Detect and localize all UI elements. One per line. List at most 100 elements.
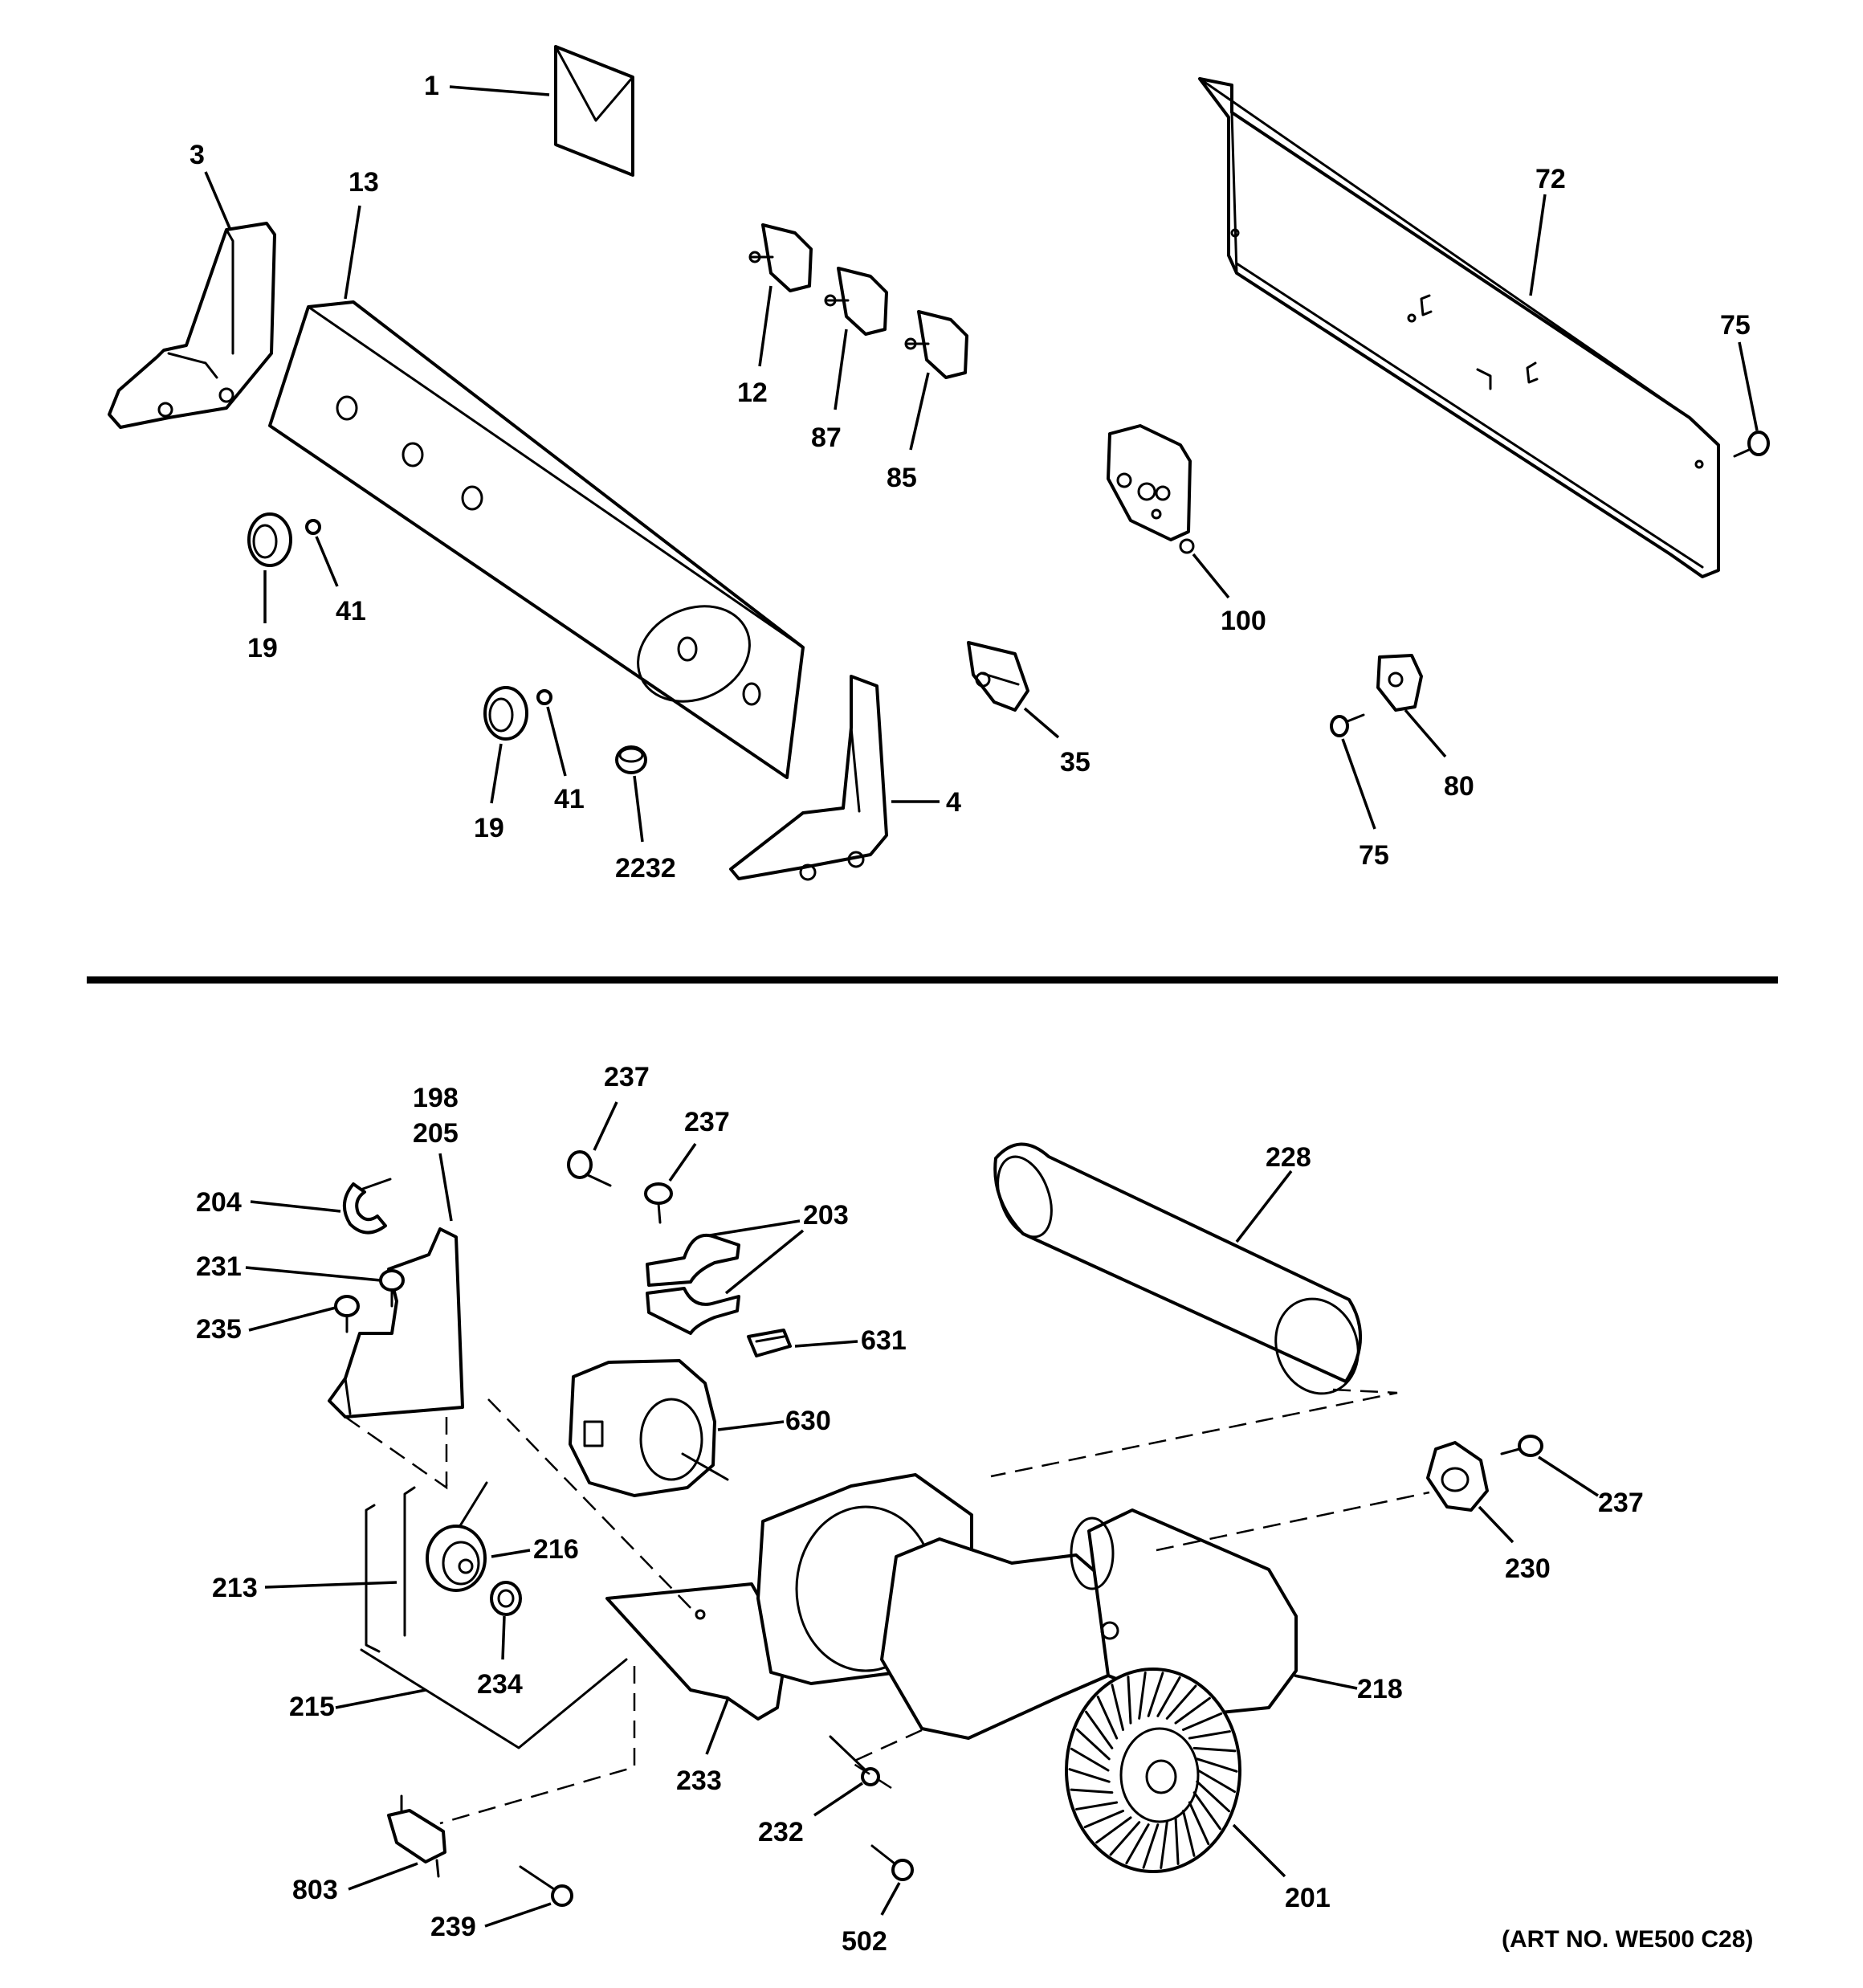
blower-fin	[1174, 1696, 1211, 1725]
callout-1: 1	[424, 71, 439, 101]
leader-204	[250, 1200, 341, 1213]
part-218-blower-housing	[756, 1473, 1298, 1740]
alignment-line-6	[1156, 1491, 1430, 1552]
leader-235	[248, 1306, 336, 1332]
part-234-pulley	[490, 1581, 522, 1616]
leader-231	[245, 1266, 381, 1282]
part-75-screw-top	[1733, 431, 1770, 458]
blower-fin	[1095, 1816, 1132, 1844]
callout-631: 631	[861, 1325, 907, 1356]
part-13-control-panel	[268, 300, 805, 779]
blower-fin	[1181, 1810, 1196, 1857]
leader-72	[1529, 194, 1547, 296]
blower-fin	[1075, 1801, 1119, 1810]
part-41-clip-center	[536, 689, 552, 705]
blower-fin	[1138, 1672, 1147, 1720]
leader-233	[705, 1699, 729, 1755]
part-631-block	[747, 1329, 792, 1357]
leader-2232	[633, 775, 644, 843]
callout-502: 502	[842, 1926, 887, 1957]
callout-630: 630	[785, 1406, 831, 1436]
part-237-screw-b	[644, 1182, 673, 1224]
leader-19b	[490, 743, 503, 804]
callout-239: 239	[430, 1912, 476, 1942]
part-4-endcap-right	[729, 675, 888, 881]
part-100-timer	[1107, 424, 1195, 554]
callout-205: 205	[413, 1118, 459, 1149]
callout-201: 201	[1285, 1883, 1331, 1913]
leader-216	[491, 1549, 531, 1558]
callout-204: 204	[196, 1187, 242, 1218]
part-72-rear-panel	[1198, 77, 1720, 578]
callout-218: 218	[1357, 1674, 1403, 1704]
blower-fin	[1192, 1746, 1237, 1753]
part-237-screw-c	[1500, 1435, 1543, 1457]
alignment-line-5	[990, 1388, 1398, 1478]
leader-239	[484, 1902, 552, 1928]
callout-85: 85	[887, 463, 917, 493]
callout-231: 231	[196, 1251, 242, 1282]
art-number: (ART NO. WE500 C28)	[1502, 1926, 1753, 1953]
callout-213: 213	[212, 1573, 258, 1603]
alignment-line-7	[849, 1729, 923, 1790]
leader-630	[717, 1420, 785, 1431]
part-41-clip-left	[305, 519, 321, 535]
leader-41a	[315, 536, 339, 587]
blower-fin	[1070, 1747, 1110, 1772]
callout-234: 234	[477, 1669, 523, 1700]
callout-216: 216	[533, 1534, 579, 1565]
blower-fin	[1111, 1684, 1125, 1731]
blower-fin	[1109, 1821, 1141, 1856]
callout-237b: 237	[684, 1107, 730, 1137]
callout-87: 87	[811, 423, 842, 453]
callout-41b: 41	[554, 784, 585, 814]
leader-502	[880, 1882, 901, 1916]
leader-12	[758, 285, 773, 367]
blower-fin	[1196, 1769, 1236, 1794]
leader-85	[909, 372, 930, 451]
part-203-bracket-lower	[646, 1287, 740, 1335]
leader-203a	[709, 1219, 801, 1237]
leader-237b	[668, 1143, 697, 1182]
part-239-screw	[519, 1865, 573, 1907]
callout-72: 72	[1535, 164, 1566, 194]
part-85-switch	[904, 310, 968, 379]
callout-198: 198	[413, 1083, 459, 1113]
part-35-switch	[967, 641, 1029, 712]
callout-41a: 41	[336, 596, 366, 627]
alignment-line-3	[487, 1398, 698, 1615]
callout-19b: 19	[474, 813, 504, 843]
leader-100	[1192, 553, 1230, 599]
callout-12: 12	[737, 378, 768, 408]
part-215-spring	[360, 1648, 628, 1749]
callout-4: 4	[946, 787, 961, 818]
part-87-switch	[824, 267, 888, 336]
part-19-knob-left	[247, 512, 292, 567]
blower-fin	[1068, 1768, 1111, 1783]
blower-fin	[1196, 1780, 1231, 1813]
callout-75b: 75	[1359, 840, 1389, 871]
part-502-screw	[870, 1844, 914, 1881]
leader-228	[1235, 1170, 1293, 1243]
part-228-duct	[993, 1142, 1363, 1395]
callout-13: 13	[349, 167, 379, 198]
part-1-envelope	[554, 45, 634, 177]
blower-fin	[1142, 1823, 1160, 1869]
callout-19a: 19	[247, 633, 278, 663]
blower-fin	[1127, 1676, 1132, 1725]
leader-237a	[593, 1101, 618, 1151]
leader-237c	[1538, 1455, 1599, 1497]
leader-232	[813, 1782, 863, 1817]
blower-fin	[1192, 1791, 1221, 1831]
callout-230: 230	[1505, 1553, 1551, 1584]
blower-fin	[1125, 1823, 1150, 1865]
leader-215	[335, 1688, 426, 1709]
part-12-switch	[748, 223, 813, 292]
leader-87	[834, 329, 848, 410]
blower-fin	[1188, 1730, 1231, 1740]
part-205-motor-bracket	[328, 1227, 464, 1419]
blower-fin	[1075, 1728, 1111, 1761]
part-204-clip	[343, 1178, 392, 1235]
leader-205	[438, 1153, 453, 1222]
